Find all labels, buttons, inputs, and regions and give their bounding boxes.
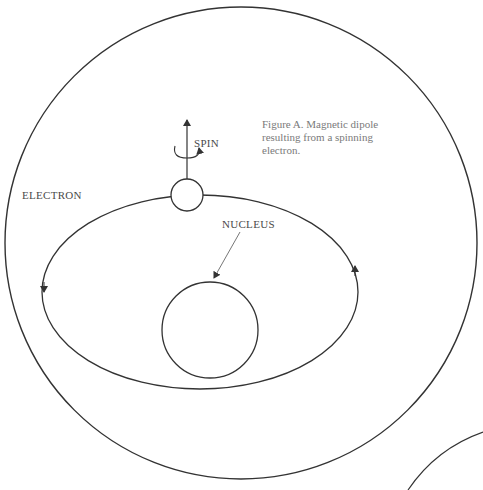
leader-line [214,232,240,278]
magnified-inset [5,7,477,479]
electron-circle [171,179,203,211]
figure-caption: Figure A. Magnetic dipole resulting from… [262,118,394,157]
next-inset-edge [408,432,483,490]
spin-axis-arrow [186,120,187,179]
electron-label: ELECTRON [22,189,82,201]
electron-orbit [42,195,358,389]
nucleus-label: NUCLEUS [222,218,275,230]
nucleus-circle [162,282,258,378]
orbit-arrow [355,266,356,276]
orbit-arrow [44,282,45,292]
spin-label: SPIN [194,137,219,149]
